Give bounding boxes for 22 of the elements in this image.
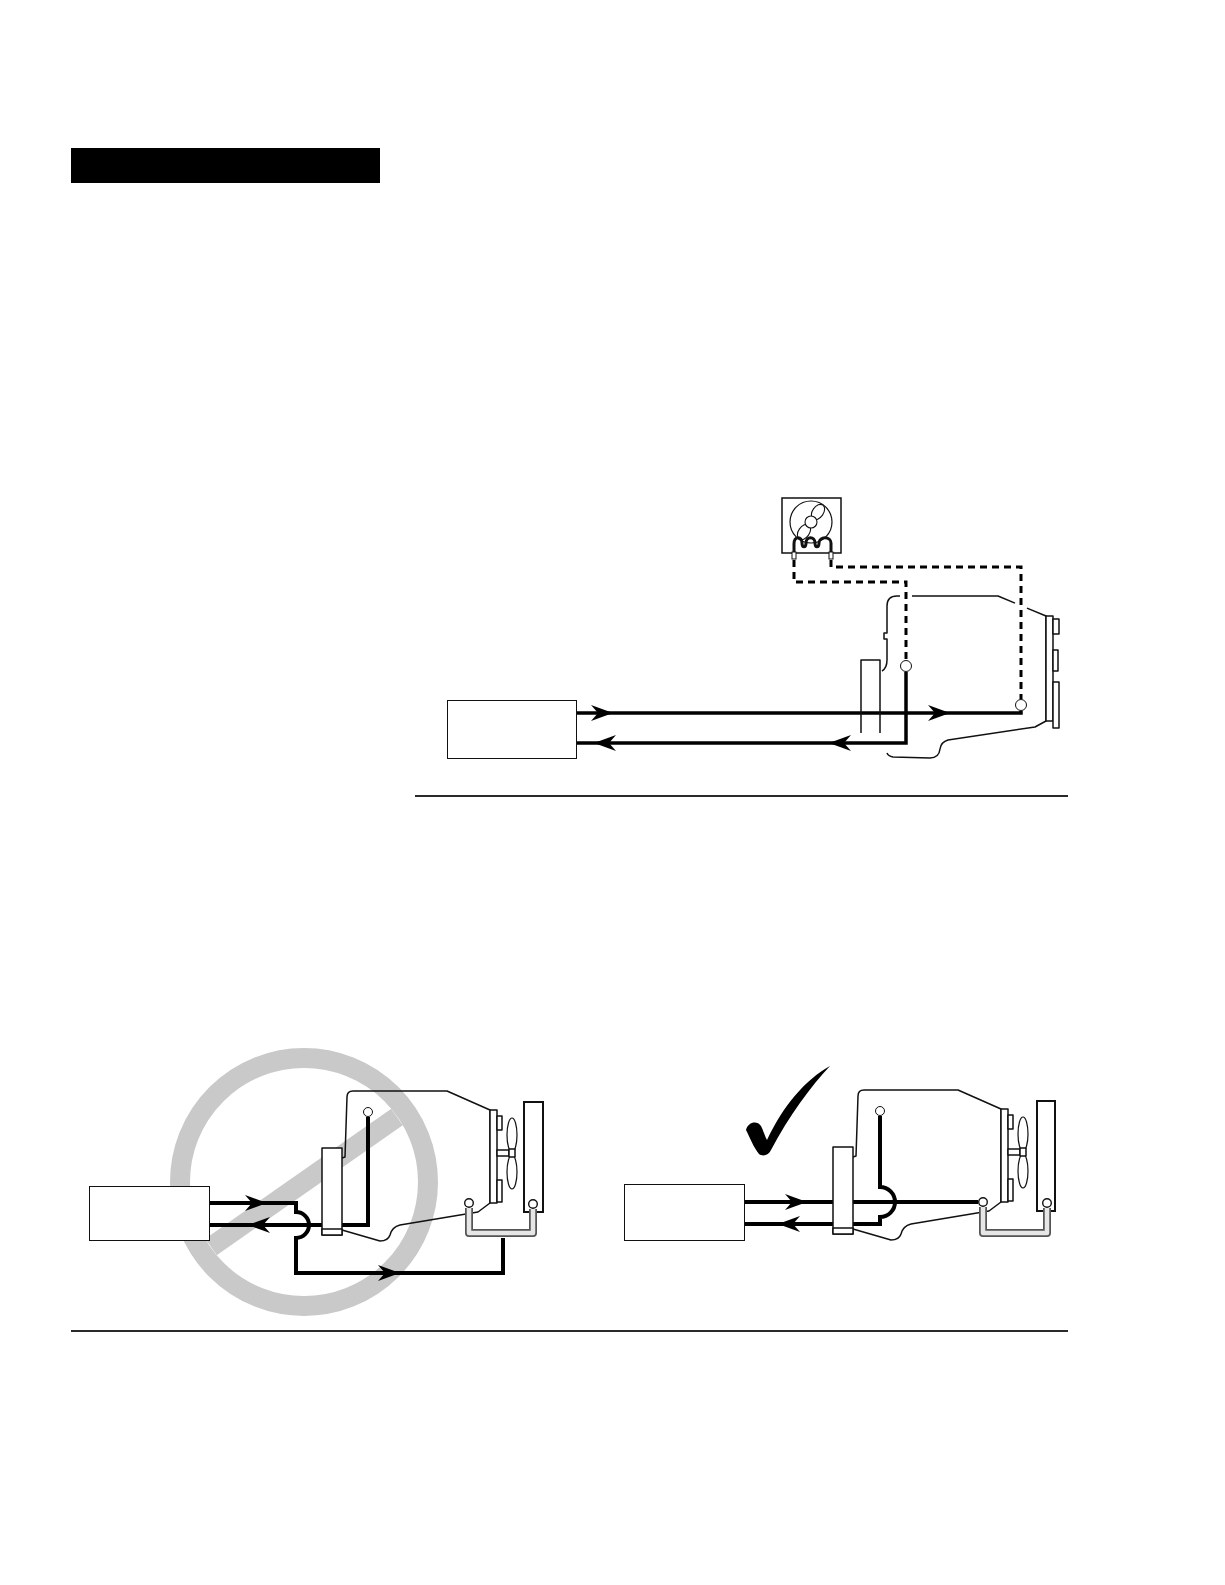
flow-arrow <box>577 705 1023 721</box>
flow-arrow <box>745 1194 978 1210</box>
engine-drawing <box>320 1089 520 1244</box>
heater-box <box>447 700 577 759</box>
heater-box <box>89 1186 210 1241</box>
heading-bar <box>71 148 380 183</box>
engine-drawing <box>831 1088 1031 1243</box>
heater-core-drawing <box>781 497 842 560</box>
flow-arrow <box>210 1195 505 1281</box>
coolant-port <box>900 660 912 672</box>
engine-drawing <box>858 594 1062 760</box>
coolant-port <box>363 1107 373 1117</box>
flow-arrow <box>745 1116 897 1232</box>
heater-box <box>624 1184 745 1241</box>
connector-line <box>792 560 908 660</box>
hose-drawing <box>978 1197 1052 1238</box>
hose-drawing <box>464 1198 538 1238</box>
connector-line <box>829 560 1023 699</box>
coolant-port <box>1015 699 1027 711</box>
flow-arrow <box>577 672 908 751</box>
coolant-port <box>875 1106 885 1116</box>
flow-arrow <box>210 1117 370 1233</box>
